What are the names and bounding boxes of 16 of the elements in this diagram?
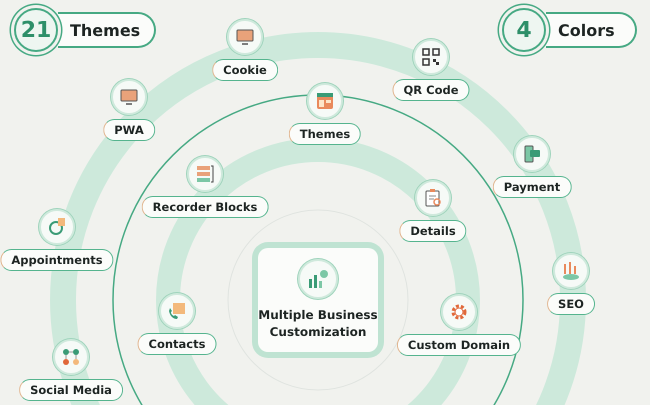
feature-label: Custom Domain: [396, 334, 522, 356]
feature-label: Cookie: [212, 59, 278, 81]
feature-label: QR Code: [392, 79, 470, 101]
feature-label: Contacts: [138, 333, 216, 355]
feature-label: Details: [399, 220, 467, 242]
badge-label: Colors: [546, 12, 637, 48]
feature-label: Themes: [288, 123, 362, 145]
center-card: [258, 248, 378, 352]
feature-label: SEO: [547, 293, 595, 315]
feature-label: Payment: [492, 176, 572, 198]
feature-label: Appointments: [0, 249, 114, 271]
badge-label: Themes: [58, 12, 156, 48]
feature-label: Recorder Blocks: [142, 196, 268, 218]
center-title: Multiple Business Customization: [258, 307, 378, 341]
feature-label: PWA: [103, 119, 155, 141]
feature-label: Social Media: [19, 379, 123, 401]
